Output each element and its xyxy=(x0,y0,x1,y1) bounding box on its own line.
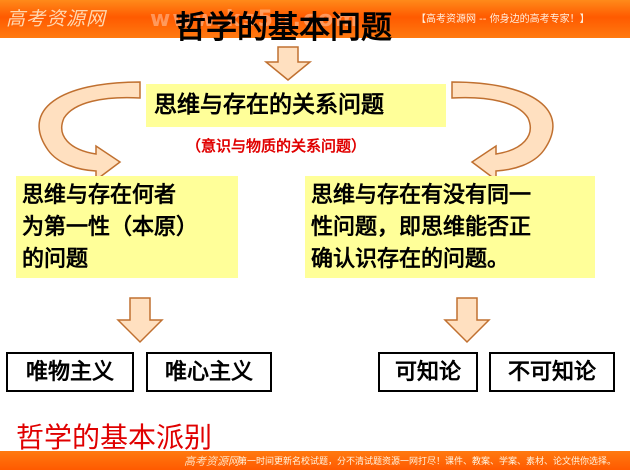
identity-question-box: 思维与存在有没有同一 性问题，即思维能否正 确认识存在的问题。 xyxy=(305,176,595,278)
knowability-label: 可知论 xyxy=(378,352,478,392)
agnosticism-label: 不可知论 xyxy=(489,352,615,392)
footer-text: 第一时间更新名校试题，分不清试题资源一网打尽！课件、教案、学案、素材、论文供你选… xyxy=(238,457,617,467)
banner-slogan: 【高考资源网 -- 你身边的高考专家！】 xyxy=(416,14,590,25)
idealism-label: 唯心主义 xyxy=(146,352,272,392)
footer-logo: 高考资源网 xyxy=(184,455,239,468)
identity-line: 确认识存在的问题。 xyxy=(311,247,510,272)
site-logo: 高考资源网 xyxy=(6,8,107,30)
basic-schools-heading: 哲学的基本派别 xyxy=(16,421,213,454)
slide-title: 哲学的基本问题 xyxy=(175,10,392,46)
watermark-text: www.ks5u.com xyxy=(150,7,361,32)
identity-line: 性问题，即思维能否正 xyxy=(311,215,532,240)
identity-line: 思维与存在有没有同一 xyxy=(311,183,532,208)
primacy-line: 思维与存在何者 xyxy=(22,183,177,208)
primacy-line: 为第一性（本原） xyxy=(22,215,199,240)
down-arrow-icon xyxy=(263,46,313,81)
materialism-label: 唯物主义 xyxy=(6,352,134,392)
down-arrow-right-icon xyxy=(443,297,491,344)
relation-note: （意识与物质的关系问题） xyxy=(186,137,367,155)
primacy-question-box: 思维与存在何者 为第一性（本原） 的问题 xyxy=(16,176,238,278)
footer-bar: 高考资源网 第一时间更新名校试题，分不清试题资源一网打尽！课件、教案、学案、素材… xyxy=(0,451,630,470)
curved-arrow-right-icon xyxy=(451,81,554,182)
top-banner: 高考资源网 www.ks5u.com 【高考资源网 -- 你身边的高考专家！】 xyxy=(0,0,630,38)
relation-box: 思维与存在的关系问题 xyxy=(146,84,446,127)
primacy-line: 的问题 xyxy=(22,247,89,272)
curved-arrow-left-icon xyxy=(38,81,141,182)
down-arrow-left-icon xyxy=(116,297,164,344)
